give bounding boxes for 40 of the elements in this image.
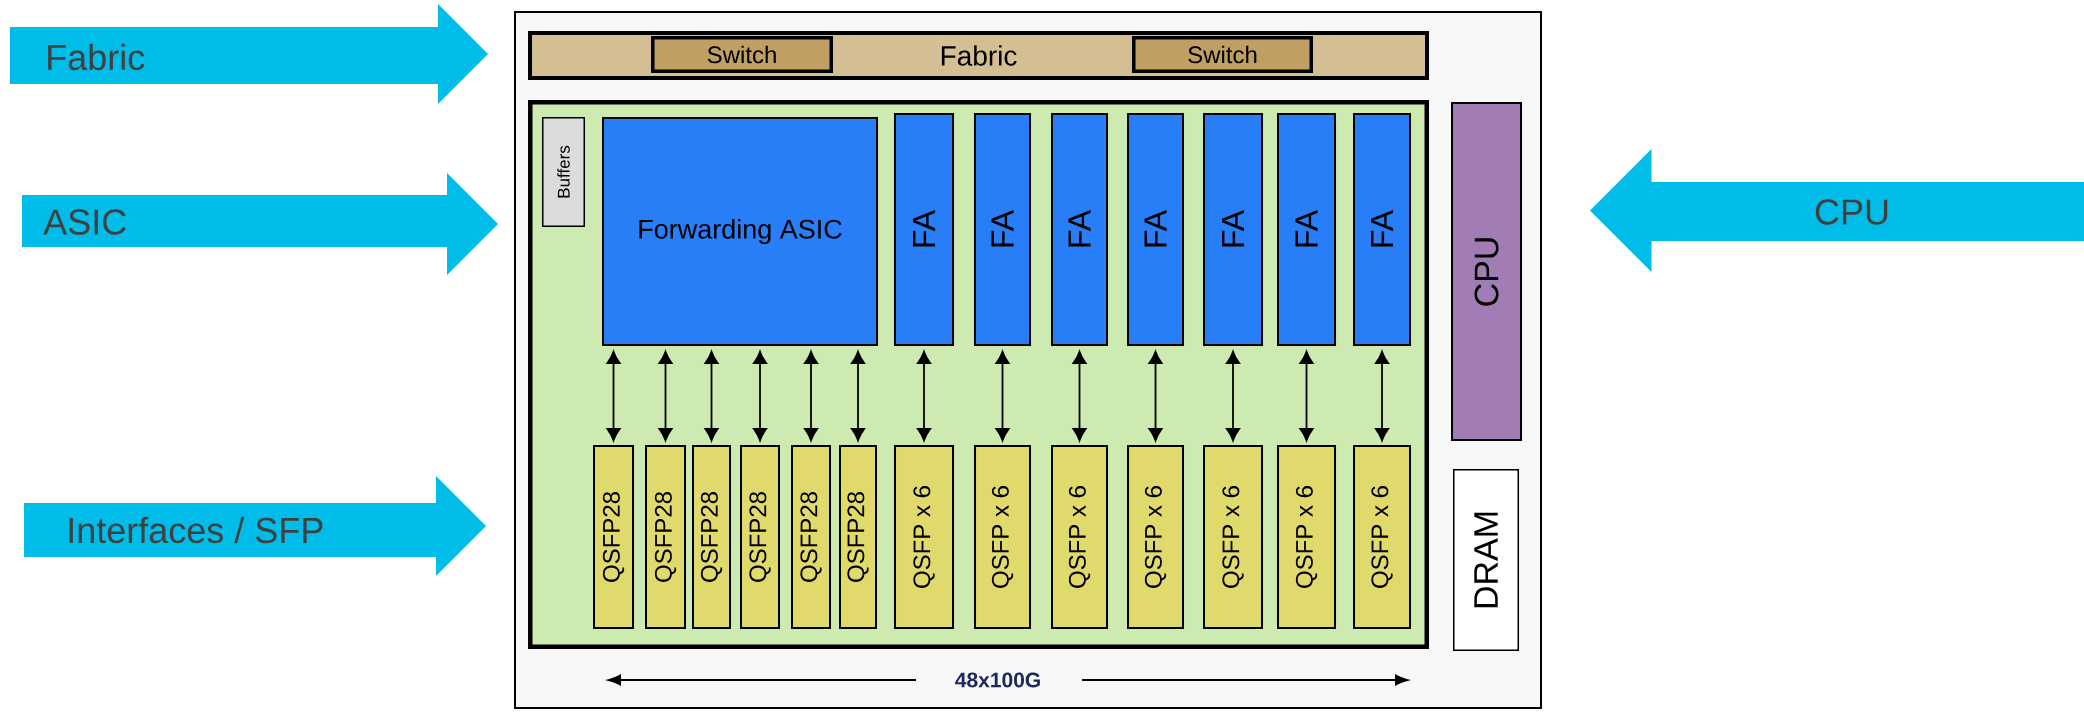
dram-box: DRAM — [1453, 469, 1519, 651]
double-arrow — [658, 350, 673, 442]
double-arrow — [1072, 350, 1087, 442]
fa-box: FA — [1277, 113, 1336, 346]
double-arrow — [1226, 350, 1240, 442]
qsfp-box: QSFP28 — [839, 445, 877, 629]
asic-box: Forwarding ASIC — [602, 117, 878, 346]
double-arrow — [917, 350, 931, 442]
double-arrow — [704, 350, 719, 442]
double-arrow — [1299, 350, 1314, 442]
qsfp-box: QSFP x 6 — [1127, 445, 1184, 629]
qsfp-box: QSFP28 — [791, 445, 831, 629]
qsfp-box: QSFP28 — [692, 445, 731, 629]
qsfp-box: QSFP x 6 — [974, 445, 1031, 629]
fa-box: FA — [1203, 113, 1263, 346]
fa-box: FA — [1353, 113, 1411, 346]
qsfp-box: QSFP x 6 — [1277, 445, 1336, 629]
qsfp-box: QSFP28 — [645, 445, 686, 629]
dimension-label: 48x100G — [955, 672, 1040, 688]
fa-box: FA — [894, 113, 954, 346]
qsfp-box: QSFP x 6 — [894, 445, 954, 629]
fa-box: FA — [974, 113, 1031, 346]
double-arrow — [1375, 350, 1389, 442]
switch-box: Switch — [1132, 36, 1313, 73]
buffers-box: Buffers — [542, 117, 585, 227]
qsfp-box: QSFP28 — [593, 445, 634, 629]
double-arrow — [851, 350, 865, 442]
double-arrow — [753, 350, 767, 442]
double-arrow — [995, 350, 1010, 442]
qsfp-box: QSFP28 — [740, 445, 780, 629]
double-arrow — [804, 350, 818, 442]
qsfp-box: QSFP x 6 — [1203, 445, 1263, 629]
qsfp-box: QSFP x 6 — [1051, 445, 1108, 629]
switch-box: Switch — [651, 36, 833, 73]
double-arrow — [606, 350, 621, 442]
cpu-box: CPU — [1451, 102, 1522, 441]
fa-box: FA — [1051, 113, 1108, 346]
qsfp-box: QSFP x 6 — [1353, 445, 1411, 629]
double-arrow — [1148, 350, 1163, 442]
fa-box: FA — [1127, 113, 1184, 346]
